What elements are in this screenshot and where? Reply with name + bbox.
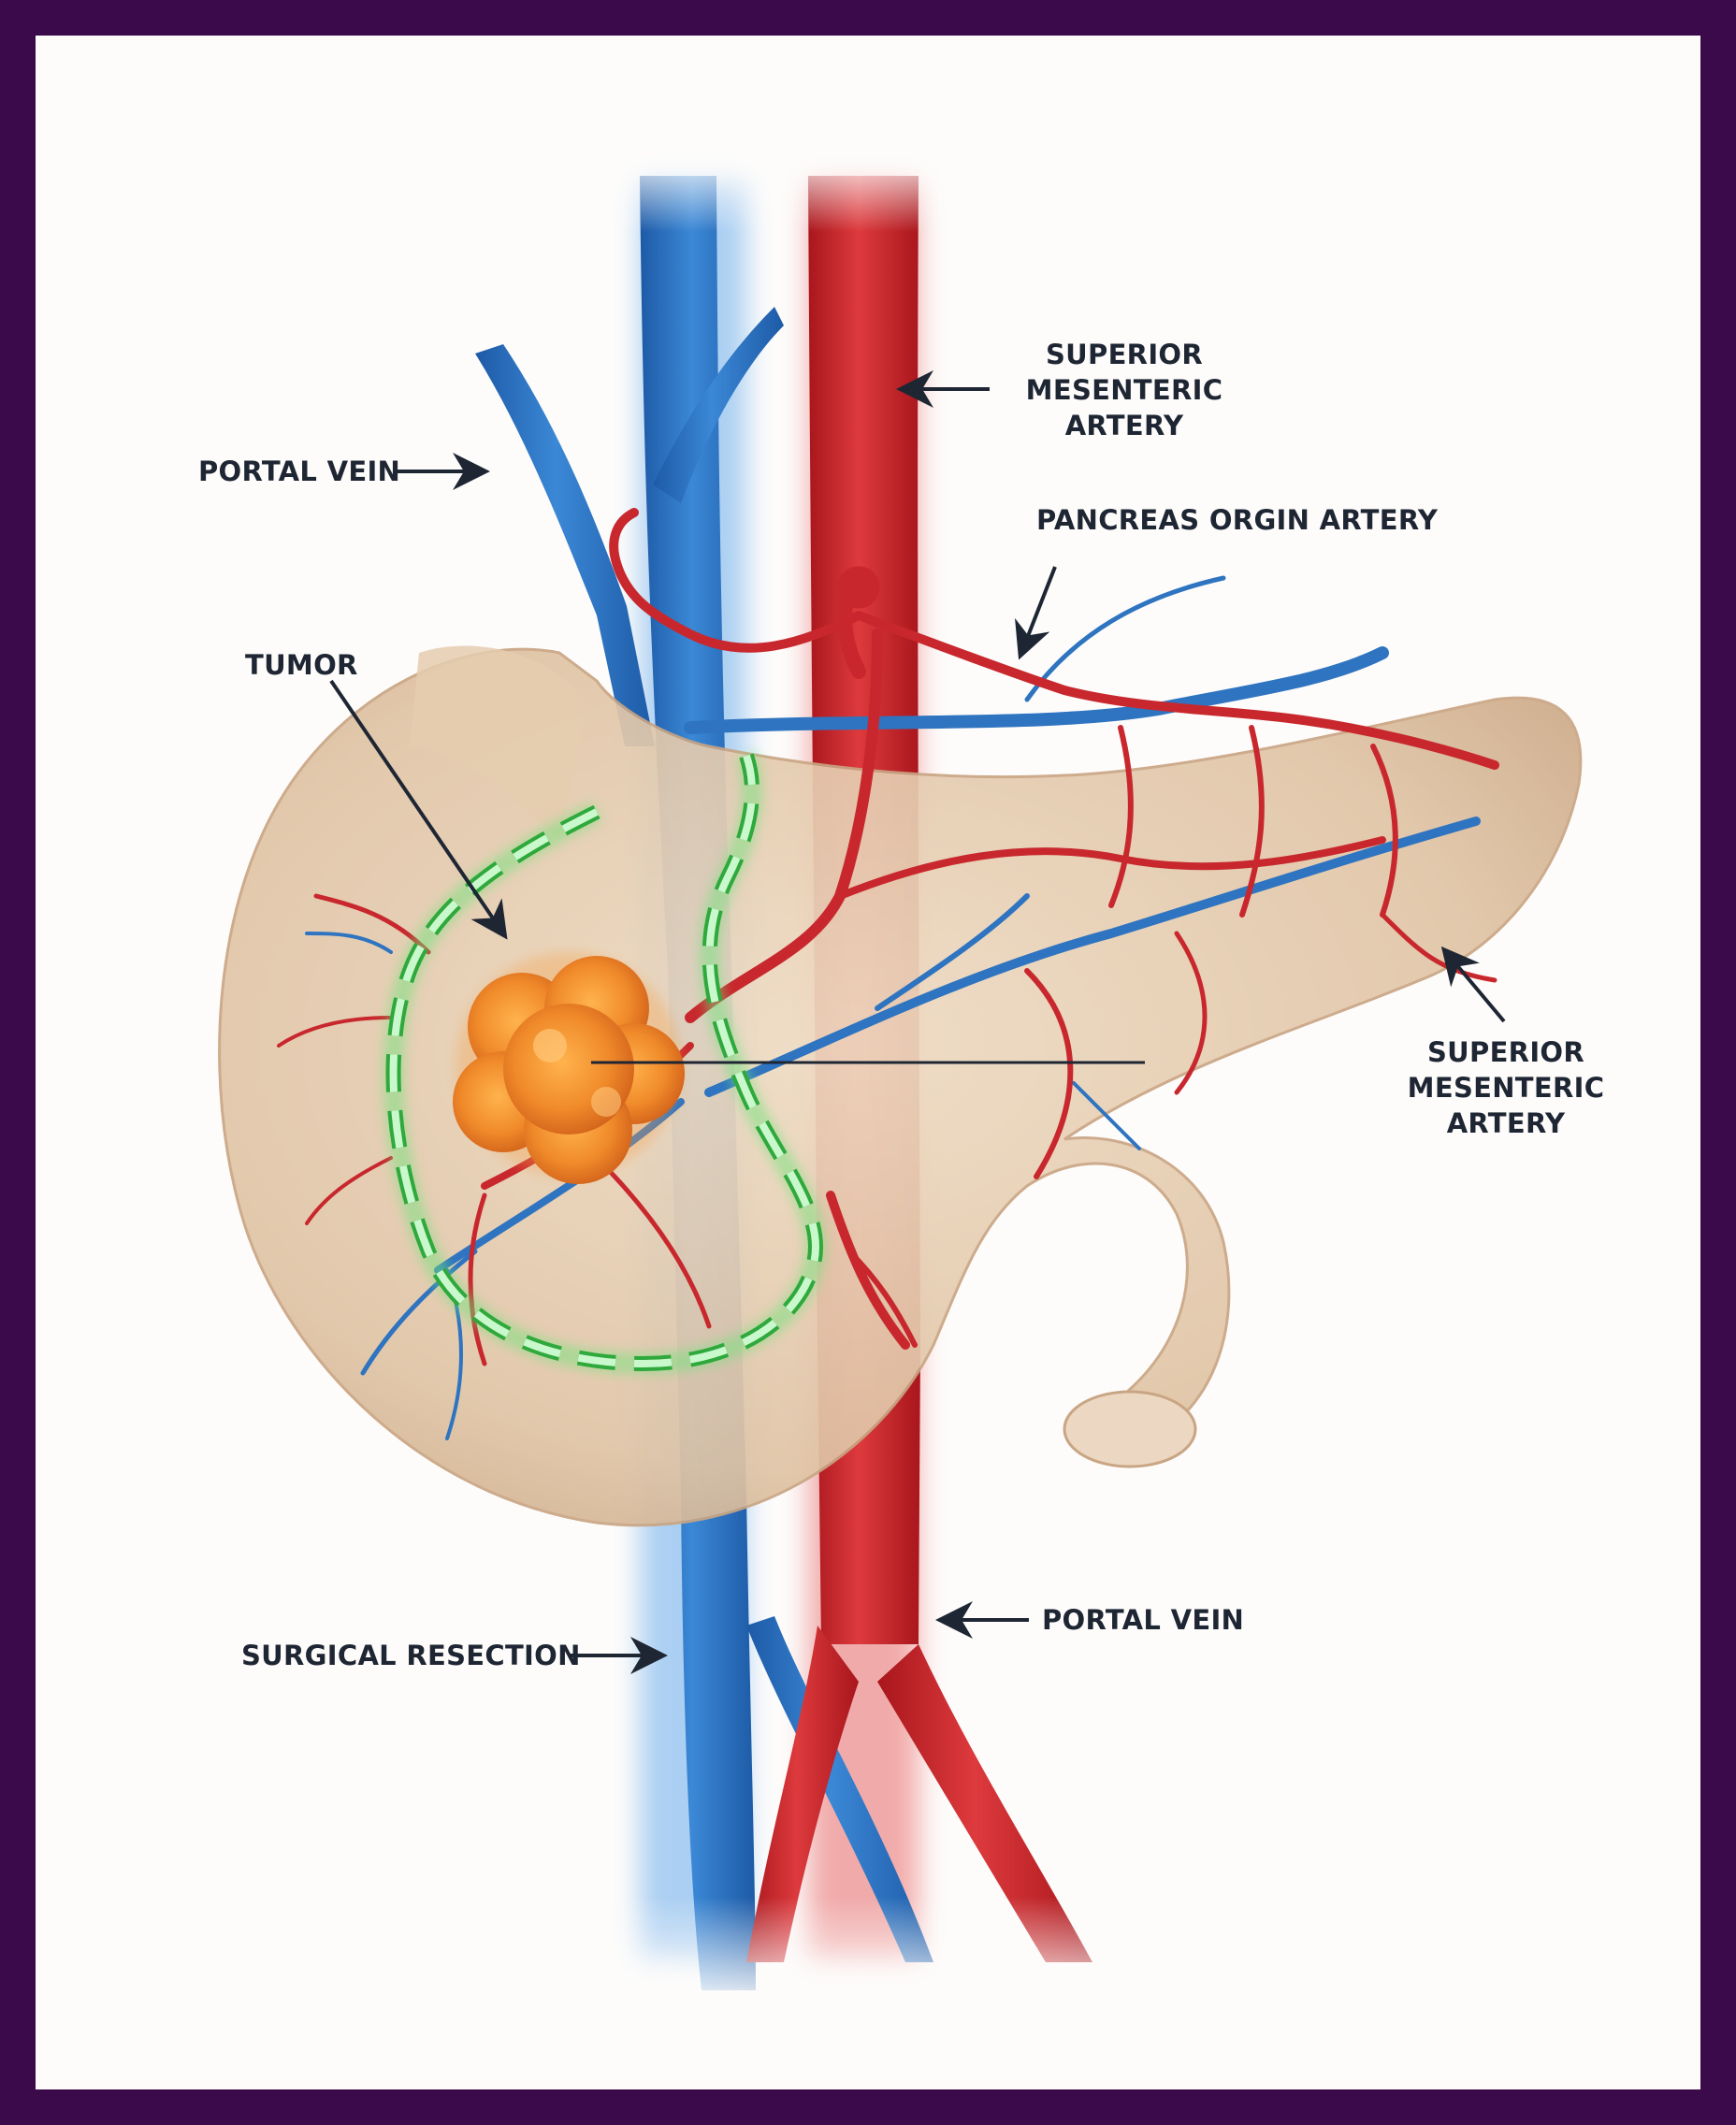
artery-branches <box>277 508 1499 1366</box>
illustration-canvas: PORTAL VEIN SUPERIOR MESENTERIC ARTERY P… <box>36 36 1700 2089</box>
label-sma-top: SUPERIOR MESENTERIC ARTERY <box>1020 337 1229 443</box>
label-portal-vein-top: PORTAL VEIN <box>198 455 401 487</box>
label-sma-top-line-1: SUPERIOR <box>1045 339 1203 370</box>
anatomy-illustration <box>218 148 1583 2009</box>
label-sma-right-line-1: SUPERIOR <box>1426 1036 1584 1068</box>
label-pancreas-origin-artery: PANCREAS ORGIN ARTERY <box>1036 504 1439 536</box>
label-tumor: TUMOR <box>245 649 358 681</box>
label-sma-right: SUPERIOR MESENTERIC ARTERY <box>1401 1034 1611 1141</box>
label-sma-top-line-3: ARTERY <box>1064 410 1184 441</box>
label-sma-top-line-2: MESENTERIC <box>1025 374 1223 406</box>
tumor-mass-icon <box>453 952 685 1184</box>
label-portal-vein-bottom: PORTAL VEIN <box>1042 1604 1245 1636</box>
arrow-icon <box>329 370 1506 1674</box>
vein-branches <box>305 575 1481 1440</box>
label-surgical-resection: SURGICAL RESECTION <box>241 1640 581 1671</box>
label-sma-right-line-2: MESENTERIC <box>1407 1072 1605 1104</box>
resection-margin <box>383 752 826 1375</box>
pancreas <box>218 645 1583 1527</box>
label-sma-right-line-3: ARTERY <box>1446 1107 1566 1139</box>
